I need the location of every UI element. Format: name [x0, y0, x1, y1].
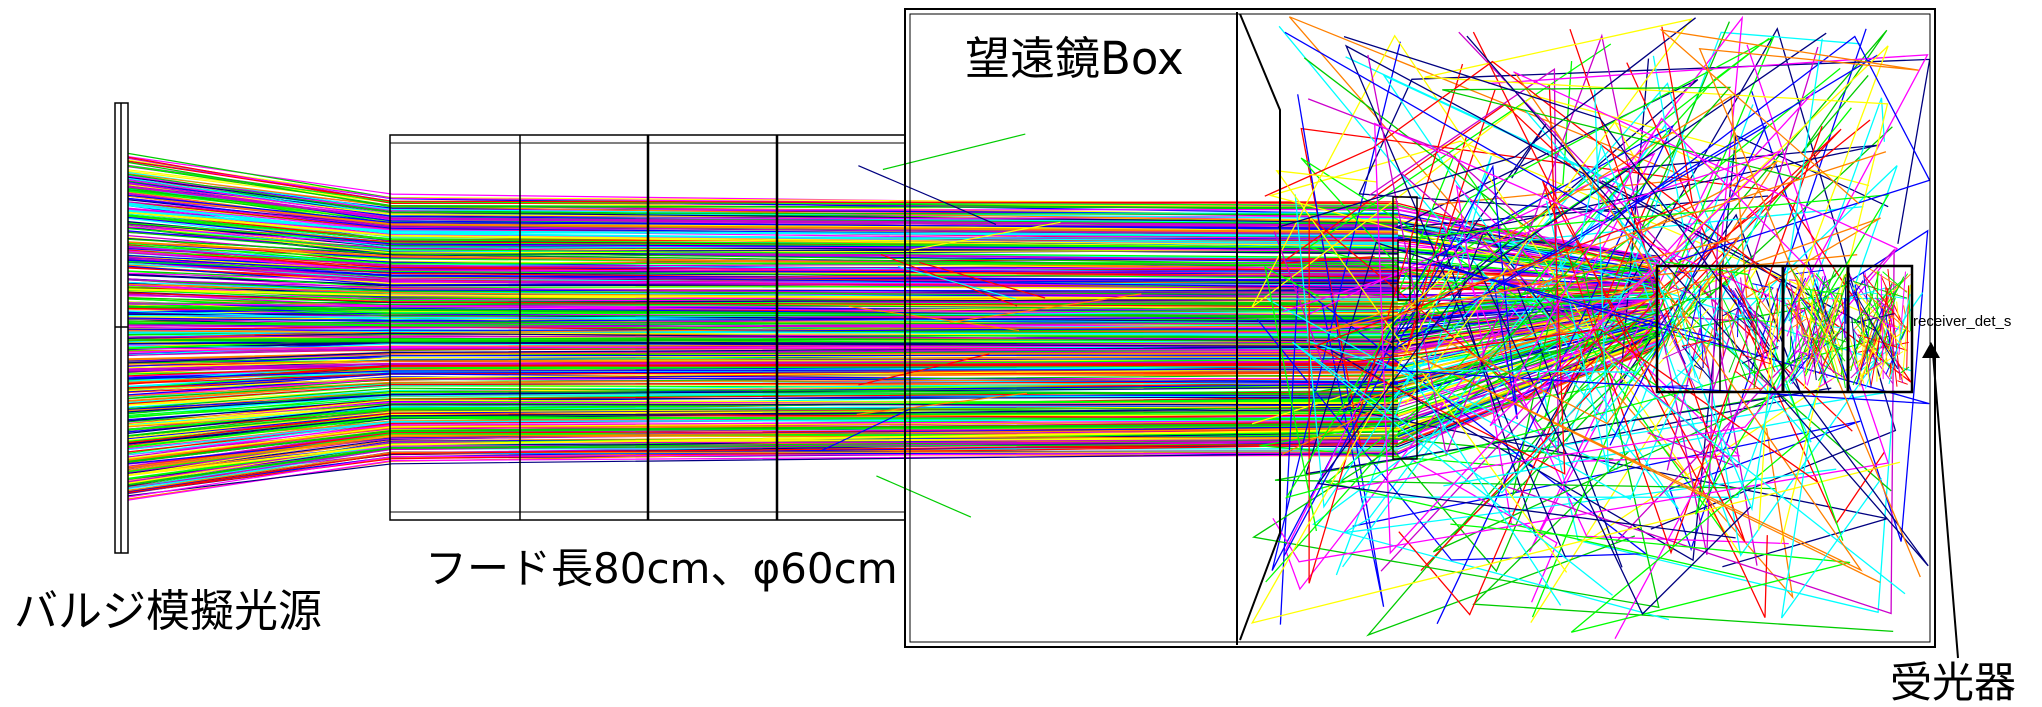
- light-source-plate: [114, 102, 129, 554]
- receiver-label: 受光器: [1890, 658, 2017, 707]
- telescope-box: [904, 8, 1936, 648]
- lens-element: [1392, 196, 1418, 460]
- receiver-detector-label: receiver_det_s: [1913, 313, 2012, 330]
- detector-rays: [1658, 267, 1911, 391]
- telescope-box-label: 望遠鏡Box: [965, 32, 1184, 85]
- receiver-assembly: [1655, 264, 1914, 394]
- hood-tube: [389, 134, 906, 521]
- light-source-label: バルジ模擬光源: [14, 586, 322, 637]
- receiver-pointer: [1922, 342, 1959, 659]
- hood-label: フード長80cm、φ60cm: [425, 544, 898, 593]
